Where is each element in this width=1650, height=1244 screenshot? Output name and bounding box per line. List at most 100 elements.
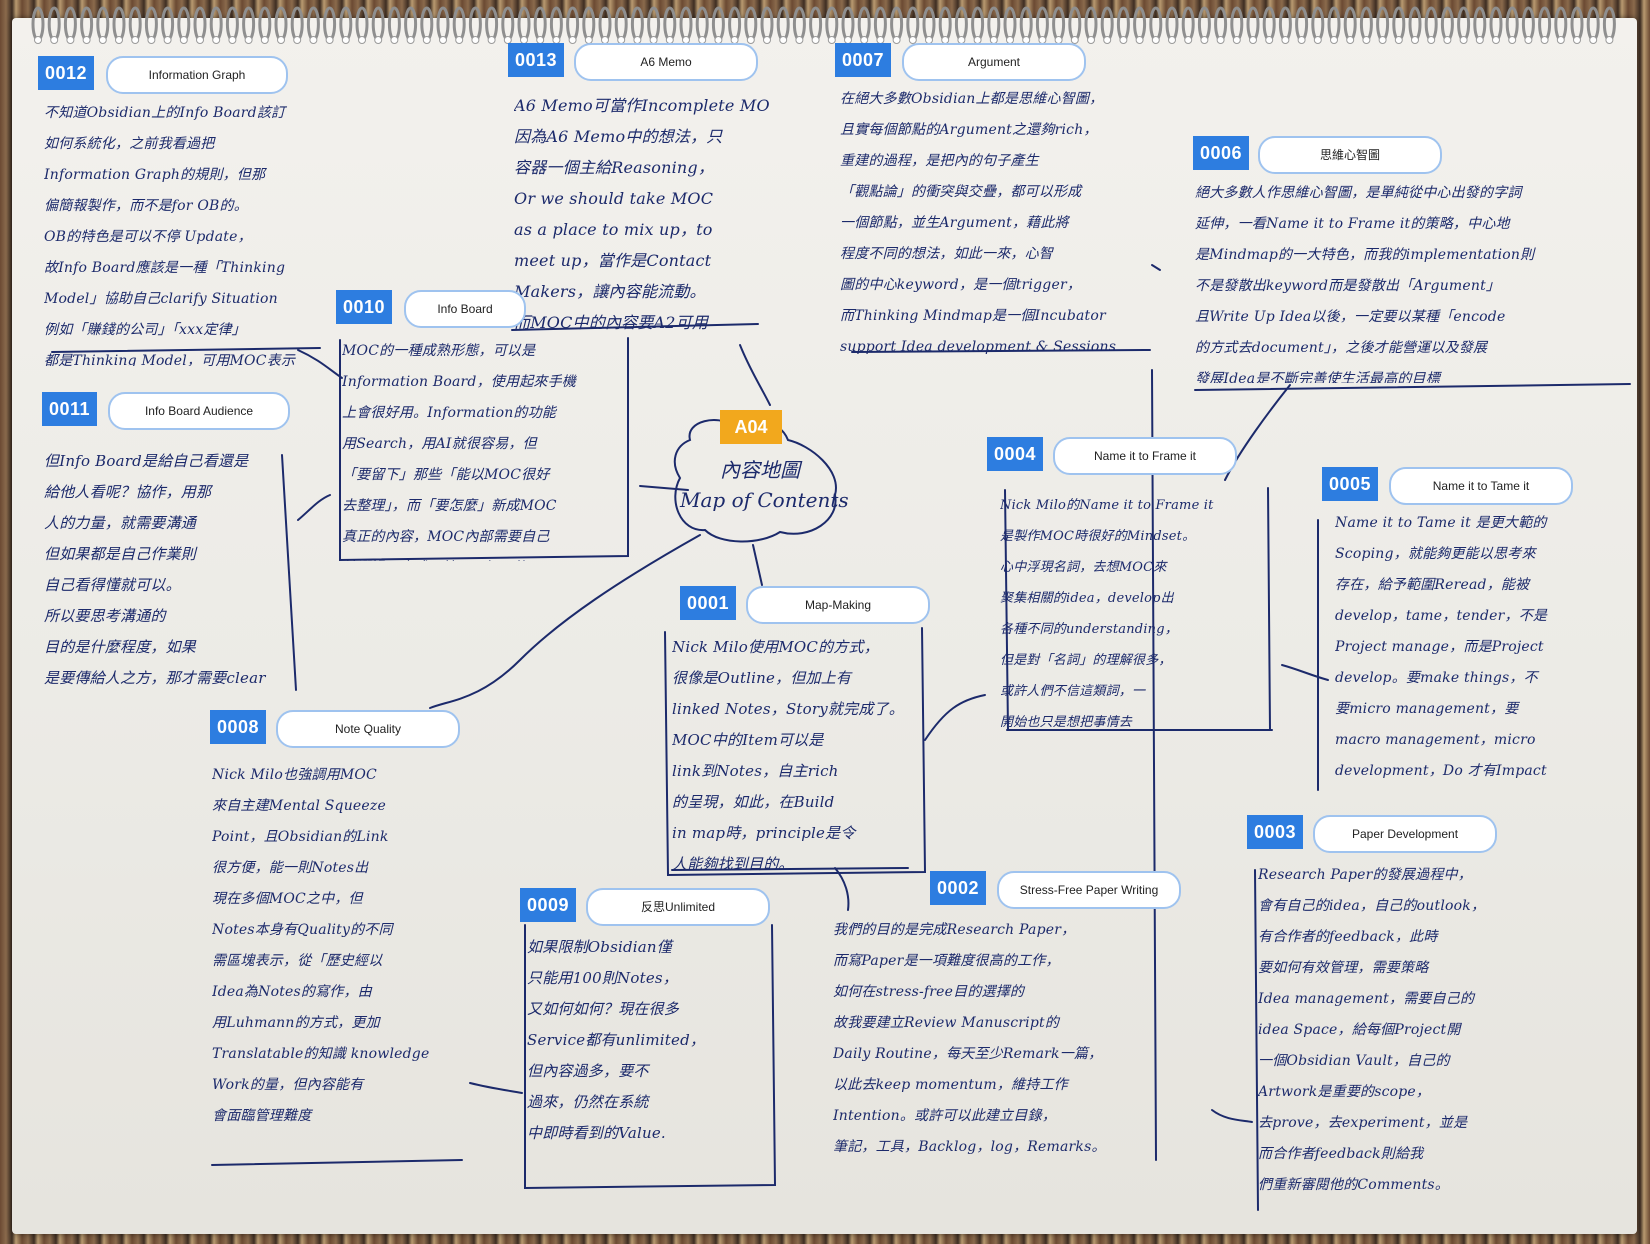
punch-hole [763, 36, 771, 44]
card-0007-code-tag: 0007 [835, 43, 892, 77]
punch-hole [390, 36, 399, 44]
punch-hole [260, 36, 269, 44]
card-0011-title: Info Board Audience [108, 392, 290, 430]
spiral-binding [31, 6, 1616, 44]
punch-hole [115, 36, 123, 44]
punch-hole [1508, 36, 1517, 44]
punch-hole [1151, 36, 1160, 44]
punch-hole [1216, 36, 1225, 44]
punch-hole [811, 36, 820, 44]
punch-hole [1200, 36, 1209, 44]
punch-hole [746, 36, 755, 44]
punch-hole [892, 36, 901, 44]
card-0001-title: Map-Making [746, 586, 930, 624]
punch-hole [66, 36, 75, 44]
card-0004-handwritten-note: Nick Milo的Name it to Frame it 是製作MOC時很好的… [1000, 498, 1214, 730]
punch-hole [439, 36, 447, 44]
card-0012-handwritten-note: 不知道Obsidian上的Info Board該訂 如何系統化，之前我看過把 I… [44, 105, 296, 366]
punch-hole [795, 36, 804, 44]
card-0009-handwritten-note: 如果限制Obsidian僅 只能用100則Notes， 又如何如何？現在很多 S… [527, 938, 706, 1142]
card-0005-code-tag: 0005 [1322, 467, 1379, 501]
card-0006-title: 思維心智圖 [1258, 136, 1442, 174]
punch-hole [568, 36, 577, 44]
punch-hole [131, 36, 140, 44]
punch-hole [374, 36, 383, 44]
punch-hole [82, 36, 91, 44]
punch-hole [1573, 36, 1581, 44]
punch-hole [422, 36, 431, 44]
card-0008-handwritten-note: Nick Milo也強調用MOC 來自主建Mental Squeeze Poin… [212, 767, 430, 1124]
card-0002-title: Stress-Free Paper Writing [997, 871, 1181, 909]
punch-hole [1087, 36, 1095, 44]
card-0003-code-tag: 0003 [1247, 815, 1304, 849]
punch-hole [779, 36, 788, 44]
punch-hole [1281, 36, 1290, 44]
punch-hole [1492, 36, 1500, 44]
card-0005-title: Name it to Tame it [1389, 467, 1573, 505]
card-0008-code-tag: 0008 [210, 710, 267, 744]
center-code-tag: A04 [720, 410, 782, 444]
punch-hole [1556, 36, 1565, 44]
punch-hole [358, 36, 366, 44]
punch-hole [487, 36, 496, 44]
card-0010-title: Info Board [404, 290, 526, 328]
card-0013-title: A6 Memo [574, 43, 758, 81]
card-0012-code-tag: 0012 [38, 56, 95, 90]
punch-hole [1411, 36, 1419, 44]
card-0012-title: Information Graph [106, 56, 288, 94]
punch-hole [228, 36, 237, 44]
card-0001-code-tag: 0001 [680, 586, 737, 620]
punch-hole [1249, 36, 1257, 44]
punch-hole [1119, 36, 1128, 44]
punch-hole [1540, 36, 1549, 44]
punch-hole [293, 36, 302, 44]
punch-hole [34, 36, 42, 44]
punch-hole [1443, 36, 1452, 44]
punch-hole [827, 36, 836, 44]
punch-hole [455, 36, 464, 44]
card-0009-title: 反思Unlimited [586, 888, 770, 926]
punch-hole [1362, 36, 1371, 44]
punch-hole [1297, 36, 1306, 44]
card-0007-title: Argument [902, 43, 1086, 81]
card-0010-code-tag: 0010 [336, 290, 393, 324]
punch-hole [1378, 36, 1387, 44]
card-0005-handwritten-note: Name it to Tame it 是更大範的 Scoping，就能夠更能以思… [1335, 515, 1548, 779]
punch-hole [1524, 36, 1533, 44]
punch-hole [212, 36, 221, 44]
punch-hole [406, 36, 415, 44]
punch-hole [1330, 36, 1338, 44]
card-0008-title: Note Quality [276, 710, 460, 748]
card-0013-handwritten-note: A6 Memo可當作Incomplete MOC 因為A6 Memo中的想法，只… [514, 96, 769, 332]
card-0007-handwritten-note: 在絕大多數Obsidian上都是思維心智圖， 且實每個節點的Argument之還… [840, 91, 1117, 355]
punch-hole [1459, 36, 1468, 44]
punch-hole [1589, 36, 1598, 44]
card-0003-handwritten-note: Research Paper的發展過程中， 會有自己的idea，自己的outlo… [1258, 867, 1486, 1193]
punch-hole [309, 36, 318, 44]
punch-hole [341, 36, 350, 44]
punch-hole [1232, 36, 1241, 44]
notebook-page [12, 18, 1637, 1234]
punch-hole [244, 36, 253, 44]
card-0010-handwritten-note: MOC的一種成熟形態，可以是 Information Board，使用起來手機 … [342, 343, 583, 561]
card-0003-title: Paper Development [1313, 815, 1497, 853]
punch-hole [1346, 36, 1355, 44]
card-0001-handwritten-note: Nick Milo使用MOC的方式， 很像是Outline，但加上有 linke… [672, 638, 904, 872]
card-0002-handwritten-note: 我們的目的是完成Research Paper， 而寫Paper是一項難度很高的工… [833, 922, 1106, 1155]
card-0002-code-tag: 0002 [930, 871, 987, 905]
punch-hole [1135, 36, 1144, 44]
card-0011-code-tag: 0011 [42, 392, 98, 426]
card-0011-handwritten-note: 但Info Board是給自己看還是 給他人看呢？協作，用那 人的力量，就需要溝… [44, 452, 266, 687]
card-0013-code-tag: 0013 [508, 43, 565, 77]
punch-hole [277, 36, 285, 44]
punch-hole [196, 36, 204, 44]
punch-hole [179, 36, 188, 44]
punch-hole [98, 36, 107, 44]
punch-hole [1605, 36, 1614, 44]
punch-hole [163, 36, 172, 44]
punch-hole [50, 36, 59, 44]
punch-hole [503, 36, 512, 44]
punch-hole [1313, 36, 1322, 44]
punch-hole [1394, 36, 1403, 44]
